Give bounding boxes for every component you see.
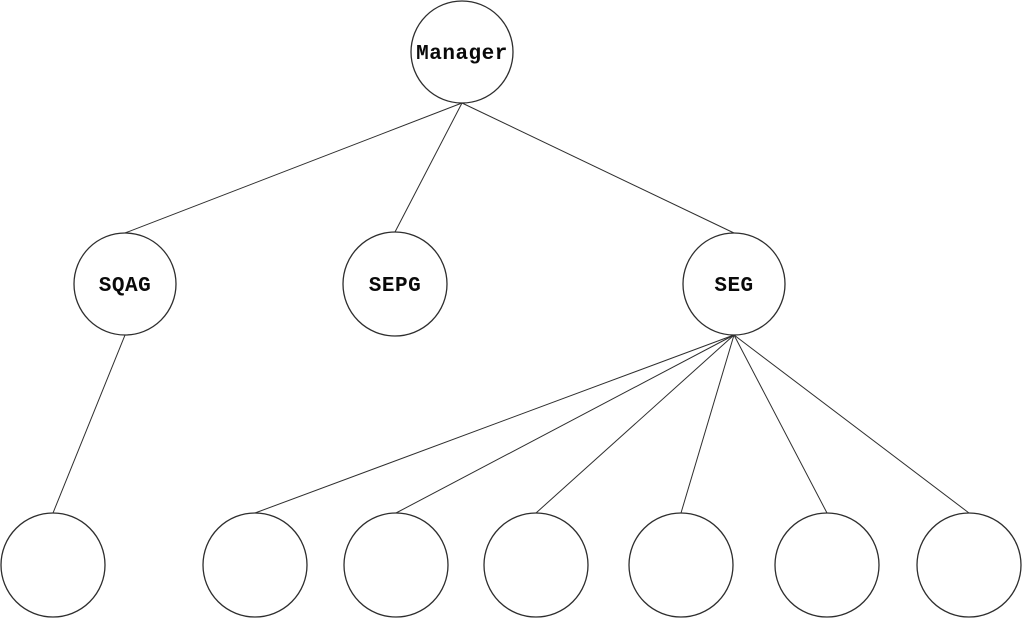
node-circle-sepg [342,231,448,337]
node-circle-manager [410,0,514,104]
node-label-seg: SEG [714,275,753,298]
edge-manager-sepg [394,102,463,233]
edge-seg-child-4 [535,334,735,514]
edge-manager-seg [461,102,735,234]
edge-seg-child-5 [680,334,735,514]
node-label-sepg: SEPG [369,275,421,298]
node-circle-child-7 [916,512,1022,618]
node-circle-child-2 [202,512,308,618]
edge-seg-child-7 [733,334,970,514]
node-circle-child-3 [343,512,449,618]
edge-sqag-child-1 [52,334,126,514]
node-label-manager: Manager [416,43,508,66]
edge-seg-child-6 [733,334,828,514]
node-circle-seg [682,232,786,336]
edge-seg-child-2 [254,334,735,514]
node-circle-sqag [73,232,177,336]
edges-layer [52,102,970,514]
node-circle-child-5 [628,512,734,618]
node-circle-child-1 [0,512,106,618]
node-label-sqag: SQAG [99,275,151,298]
node-circle-child-4 [483,512,589,618]
edge-seg-child-3 [395,334,735,514]
edge-manager-sqag [124,102,463,234]
node-circle-child-6 [774,512,880,618]
